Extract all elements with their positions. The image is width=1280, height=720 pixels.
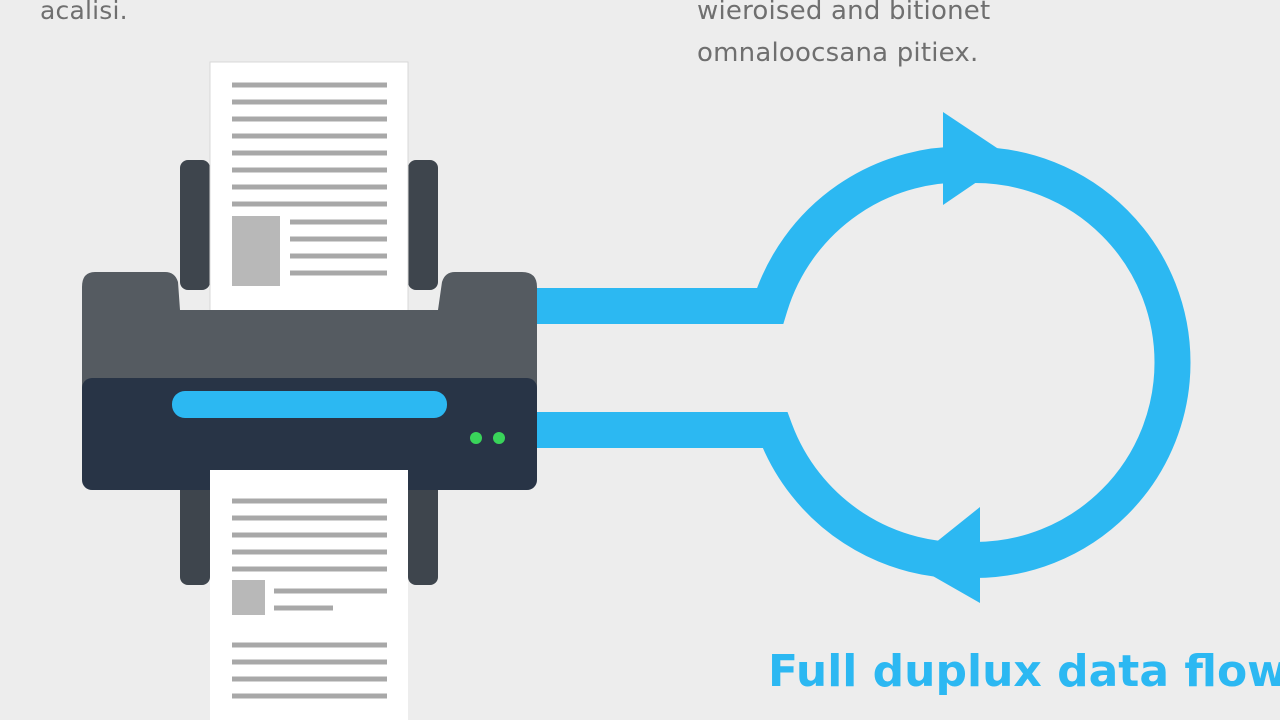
outgoing-connector-line (535, 146, 977, 324)
loop-arrows-icon (535, 112, 1191, 603)
printer-top-shell (82, 272, 537, 400)
document-icon (209, 61, 409, 323)
printer-body (82, 272, 537, 490)
paper-bottom-image-placeholder (232, 580, 265, 615)
printer-rail-left-bottom (180, 465, 210, 585)
printer-rail-right-bottom (408, 465, 438, 585)
document-icon (210, 470, 408, 720)
caption-top-right-line-1: wieroised and bitionet (697, 0, 991, 26)
headline-full-duplex-data-flow: Full duplux data flow (768, 646, 1280, 697)
caption-top-right-line-2: omnaloocsana pitiex. (697, 38, 979, 68)
caption-top-left: acalisi. (40, 0, 128, 25)
status-led-2 (493, 432, 505, 444)
printer-icon (180, 160, 438, 585)
printer-paper-slot (172, 391, 447, 418)
arrowhead-bottom (910, 507, 980, 603)
printer-rail-left-top (180, 160, 210, 290)
incoming-connector-line (535, 412, 977, 579)
paper-top-text-lines (232, 82, 387, 276)
paper-bottom-text-lines (232, 498, 387, 699)
arrowhead-top (943, 112, 1012, 205)
status-led-1 (470, 432, 482, 444)
printer-rail-right-top (408, 160, 438, 290)
loop-right-arc (974, 147, 1191, 578)
paper-top-image-placeholder (232, 216, 280, 286)
